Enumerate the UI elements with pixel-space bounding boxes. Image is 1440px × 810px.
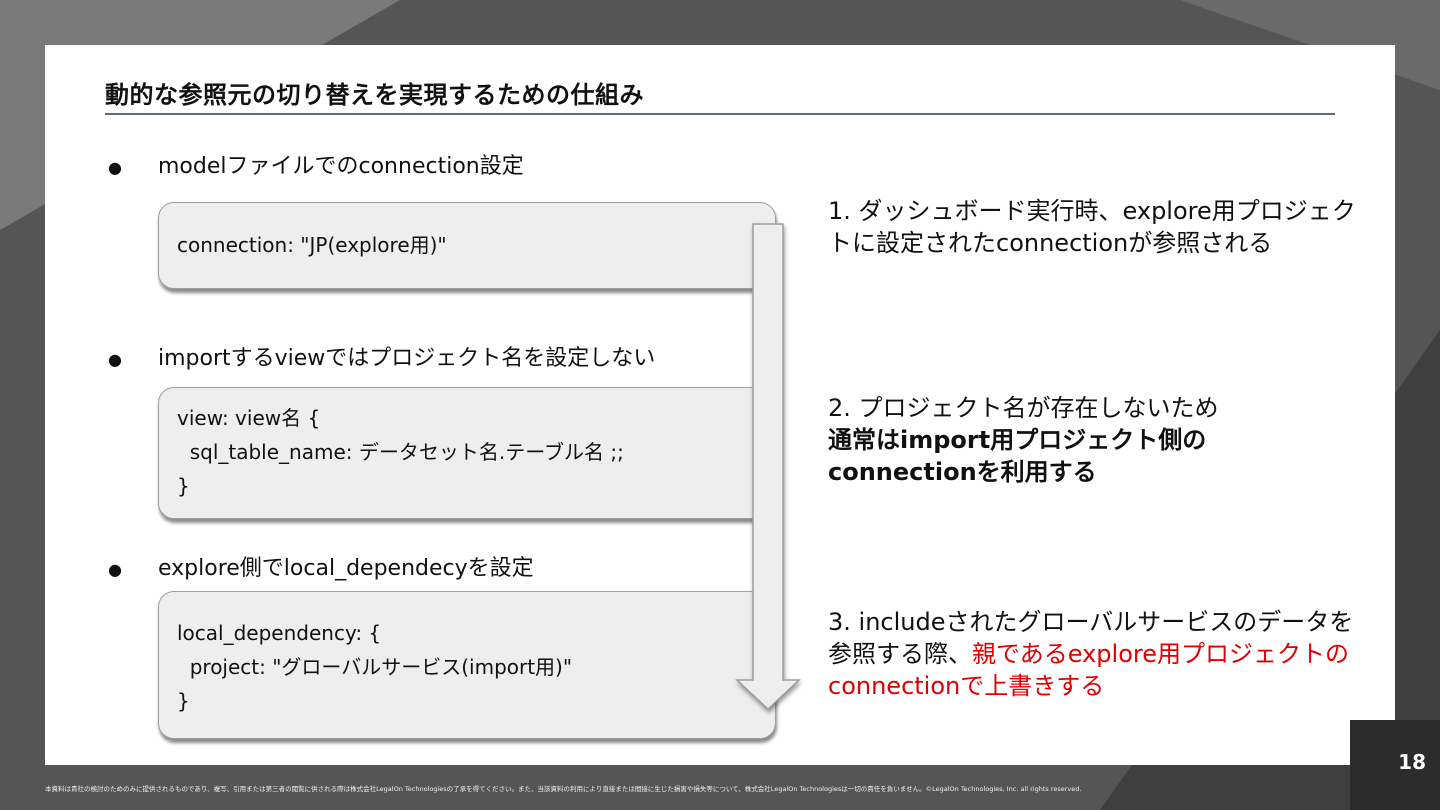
bullet-text: modelファイルでのconnection設定 [158, 154, 524, 179]
bullet-marker: ● [108, 349, 122, 369]
title-underline [105, 113, 1335, 115]
note-highlight: 親であるexplore用プロジェクトのconnectionで上書きする [828, 640, 1349, 700]
note-step-3: 3. includeされたグローバルサービスのデータを参照する際、親であるexp… [828, 606, 1368, 702]
note-step-1: 1. ダッシュボード実行時、explore用プロジェクトに設定されたconnec… [828, 195, 1368, 259]
note-step-2: 2. プロジェクト名が存在しないため 通常はimport用プロジェクト側のcon… [828, 392, 1368, 488]
note-emphasis: 通常はimport用プロジェクト側のconnectionを利用する [828, 426, 1207, 486]
note-text: 1. ダッシュボード実行時、explore用プロジェクトに設定されたconnec… [828, 197, 1356, 257]
code-block-connection: connection: "JP(explore用)" [158, 202, 776, 289]
slide-canvas: 動的な参照元の切り替えを実現するための仕組み ● modelファイルでのconne… [45, 45, 1395, 765]
page-number: 18 [1398, 750, 1426, 774]
code-line: project: "グローバルサービス(import用)" [177, 655, 573, 679]
bullet-marker: ● [108, 559, 122, 579]
code-line: } [177, 689, 190, 713]
code-block-view: view: view名 { sql_table_name: データセット名.テー… [158, 387, 776, 519]
slide-title: 動的な参照元の切り替えを実現するための仕組み [105, 81, 644, 109]
bullet-import-view: ● importするviewではプロジェクト名を設定しない [108, 340, 655, 372]
code-line: connection: "JP(explore用)" [177, 233, 447, 257]
footer-disclaimer: 本資料は貴社の検討のためのみに提供されるものであり、複写、引用または第三者の閲覧… [45, 785, 1082, 793]
bullet-marker: ● [108, 157, 122, 177]
bullet-local-dependency: ● explore側でlocal_dependecyを設定 [108, 550, 534, 582]
bullet-model-connection: ● modelファイルでのconnection設定 [108, 148, 524, 180]
code-line: view: view名 { [177, 406, 321, 430]
code-block-local-dependency: local_dependency: { project: "グローバルサービス(… [158, 591, 776, 739]
down-arrow-icon [735, 223, 801, 711]
page-number-badge: 18 [1350, 720, 1440, 810]
code-line: } [177, 474, 190, 498]
code-line: local_dependency: { [177, 621, 382, 645]
note-text: 2. プロジェクト名が存在しないため [828, 394, 1219, 422]
bullet-text: importするviewではプロジェクト名を設定しない [158, 346, 656, 371]
bullet-text: explore側でlocal_dependecyを設定 [158, 556, 534, 581]
code-line: sql_table_name: データセット名.テーブル名 ;; [177, 440, 624, 464]
note-text: 3. includeされたグローバルサービスのデータを参照する際、 [828, 608, 1354, 668]
